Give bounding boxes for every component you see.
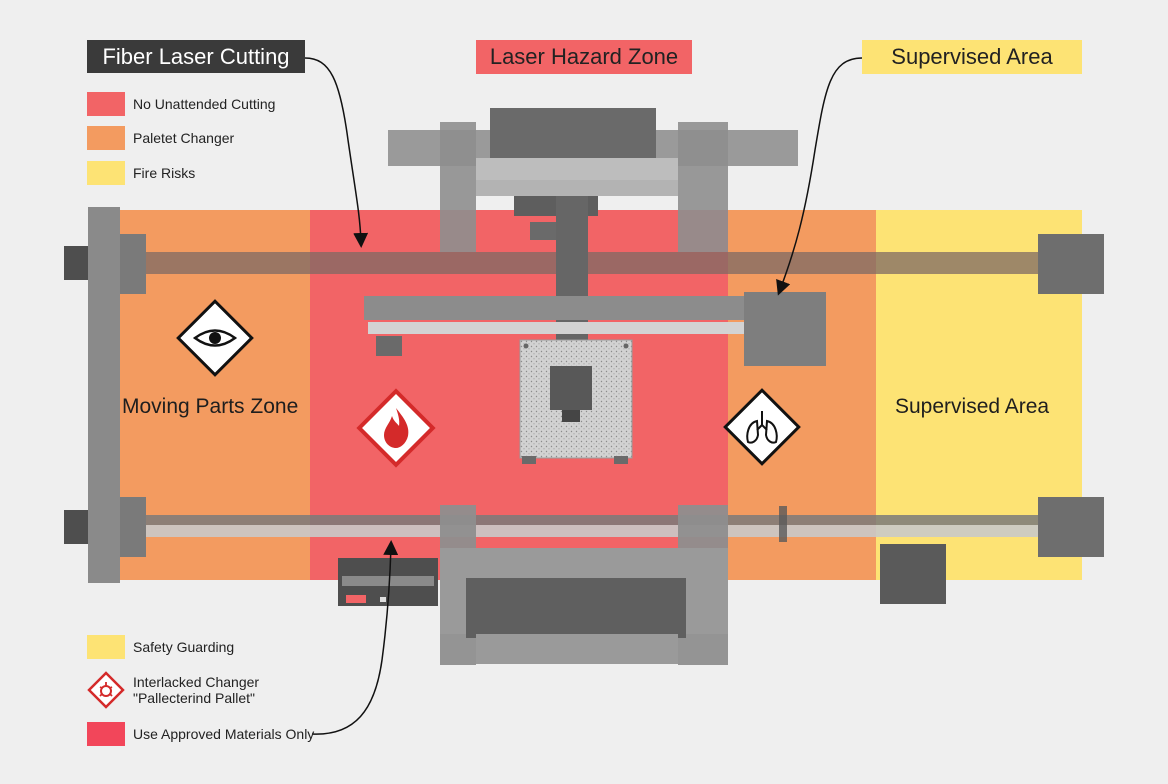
laser-hazard-zone-label: Laser Hazard Zone bbox=[476, 40, 692, 74]
base-bottom bbox=[476, 634, 678, 664]
bottom-rail-light bbox=[146, 525, 1038, 537]
beam-left-foot bbox=[376, 336, 402, 356]
left-frame bbox=[88, 207, 120, 583]
legend-label: Fire Risks bbox=[133, 165, 196, 181]
gantry-carriage-bottom bbox=[476, 180, 678, 196]
left-bracket-top bbox=[120, 234, 146, 294]
gantry-carriage bbox=[476, 158, 678, 180]
left-end-block-bottom bbox=[64, 510, 88, 544]
gantry-motor bbox=[490, 108, 656, 158]
legend-swatch-orange bbox=[87, 126, 125, 150]
legend-safety-guarding: Safety Guarding bbox=[87, 635, 234, 659]
arrow-supervised-to-beam bbox=[776, 57, 863, 296]
cutting-beam-light bbox=[368, 322, 792, 334]
legend-swatch-red bbox=[87, 92, 125, 116]
legend-interlocked-changer: Interlacked Changer "Pallecterind Pallet… bbox=[87, 670, 259, 710]
legend-label: Paletet Changer bbox=[133, 130, 235, 146]
control-panel-strip bbox=[342, 576, 434, 586]
interlock-warning-icon bbox=[87, 671, 125, 709]
nozzle-body bbox=[550, 366, 592, 410]
legend-label: No Unattended Cutting bbox=[133, 96, 276, 112]
nozzle-tip bbox=[562, 410, 580, 422]
legend-pallet-changer: Paletet Changer bbox=[87, 126, 234, 150]
supervised-zone-label: Supervised Area bbox=[895, 395, 1050, 418]
plate-screw-1 bbox=[523, 343, 529, 349]
control-panel-red-light bbox=[346, 595, 366, 603]
control-panel-white-light bbox=[380, 597, 386, 602]
diagram-title: Fiber Laser Cutting bbox=[87, 40, 305, 73]
plate-foot-right bbox=[614, 456, 628, 464]
plate-screw-2 bbox=[623, 343, 629, 349]
changer-marker bbox=[779, 506, 787, 542]
arrow-materials-to-laser-zone bbox=[311, 540, 399, 735]
legend-swatch-yellow bbox=[87, 161, 125, 185]
right-end-block-top bbox=[1038, 234, 1104, 294]
left-end-block-top bbox=[64, 246, 88, 280]
lungs-warning-icon bbox=[723, 388, 801, 466]
right-end-block-bottom bbox=[1038, 497, 1104, 557]
legend-swatch-red bbox=[87, 722, 125, 746]
legend-label: Interlacked Changer "Pallecterind Pallet… bbox=[133, 674, 260, 706]
fire-warning-icon bbox=[356, 388, 436, 468]
moving-parts-zone-label: Moving Parts Zone bbox=[122, 395, 299, 418]
beam-end-block bbox=[744, 292, 826, 366]
head-side-block bbox=[530, 222, 556, 240]
bottom-rail-dark bbox=[146, 515, 1038, 525]
legend-no-unattended: No Unattended Cutting bbox=[87, 92, 275, 116]
legend-approved-materials: Use Approved Materials Only bbox=[87, 722, 314, 746]
plate-foot-left bbox=[522, 456, 536, 464]
gantry-column-left bbox=[440, 122, 476, 252]
arrow-title-to-laser-zone bbox=[304, 57, 369, 248]
left-bracket-bottom bbox=[120, 497, 146, 557]
head-column bbox=[556, 196, 588, 368]
legend-label: Use Approved Materials Only bbox=[133, 726, 315, 742]
legend-swatch-yellow bbox=[87, 635, 125, 659]
base-inner bbox=[466, 578, 686, 638]
legend-fire-risks: Fire Risks bbox=[87, 161, 195, 185]
eye-warning-icon bbox=[176, 299, 254, 377]
supervised-area-label: Supervised Area bbox=[862, 40, 1082, 74]
right-control-box bbox=[880, 544, 946, 604]
gantry-column-right bbox=[678, 122, 728, 252]
legend-label: Safety Guarding bbox=[133, 639, 235, 655]
top-rail bbox=[146, 252, 1038, 274]
